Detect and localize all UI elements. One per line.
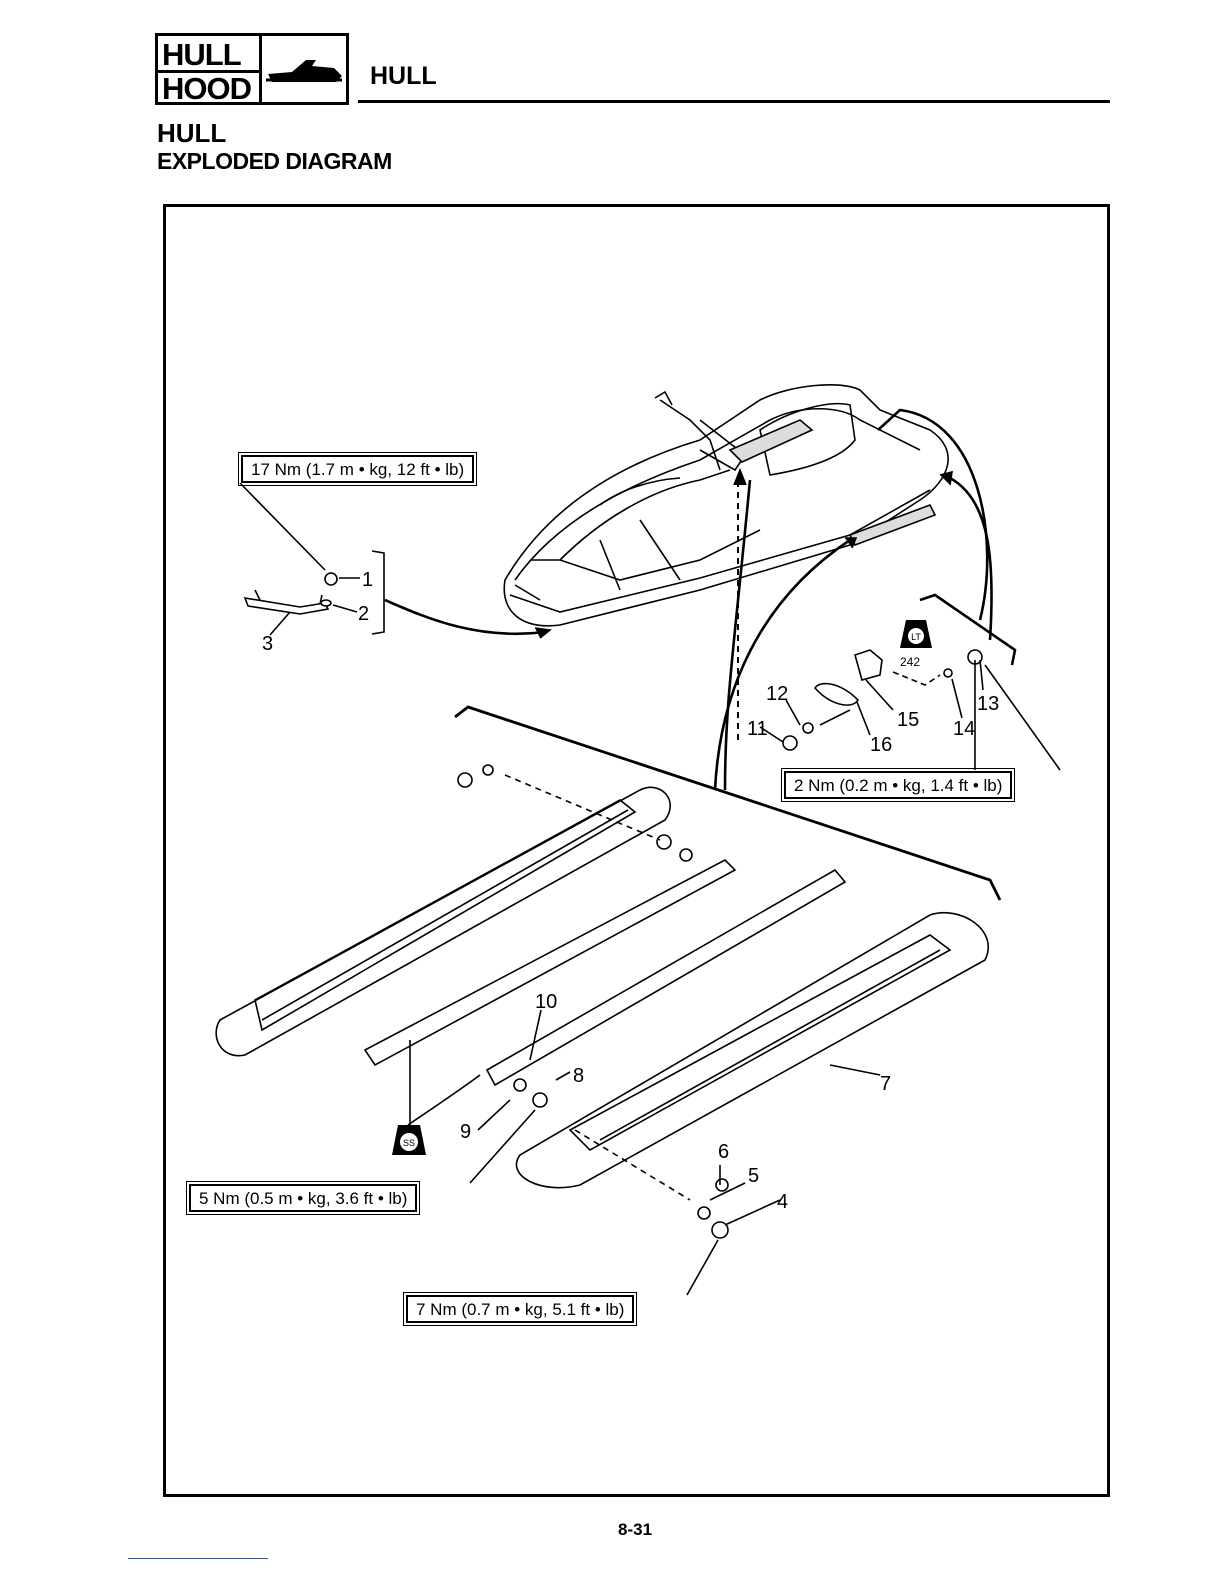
callout-4: 4 xyxy=(777,1191,788,1213)
ss-symbol: SS xyxy=(392,1125,426,1155)
torque-spec-5nm: 5 Nm (0.5 m • kg, 3.6 ft • lb) xyxy=(189,1184,417,1212)
callout-5: 5 xyxy=(748,1165,759,1187)
callout-14: 14 xyxy=(953,718,975,740)
callout-8: 8 xyxy=(573,1065,584,1087)
page-number: 8-31 xyxy=(618,1520,652,1540)
callout-16: 16 xyxy=(870,734,892,756)
footer-rule xyxy=(128,1558,268,1559)
right-sponson xyxy=(516,913,988,1188)
lt-number: 242 xyxy=(900,655,920,669)
watercraft-hull xyxy=(504,385,948,626)
lt-label: LT xyxy=(911,632,921,642)
callout-15: 15 xyxy=(897,709,919,731)
callout-12: 12 xyxy=(766,683,788,705)
callout-7: 7 xyxy=(880,1073,891,1095)
torque-spec-7nm: 7 Nm (0.7 m • kg, 5.1 ft • lb) xyxy=(406,1295,634,1323)
callout-6: 6 xyxy=(718,1141,729,1163)
callout-11: 11 xyxy=(747,718,768,740)
torque-spec-17nm: 17 Nm (1.7 m • kg, 12 ft • lb) xyxy=(241,455,474,483)
torque-spec-2nm: 2 Nm (0.2 m • kg, 1.4 ft • lb) xyxy=(784,771,1012,799)
callout-9: 9 xyxy=(460,1121,471,1143)
callout-10: 10 xyxy=(535,991,557,1013)
callout-1: 1 xyxy=(362,569,373,591)
callout-2: 2 xyxy=(358,603,369,625)
callout-3: 3 xyxy=(262,633,273,655)
callout-13: 13 xyxy=(977,693,999,715)
lt-adhesive-symbol: LT 242 xyxy=(900,620,932,669)
ss-label: SS xyxy=(403,1138,415,1148)
